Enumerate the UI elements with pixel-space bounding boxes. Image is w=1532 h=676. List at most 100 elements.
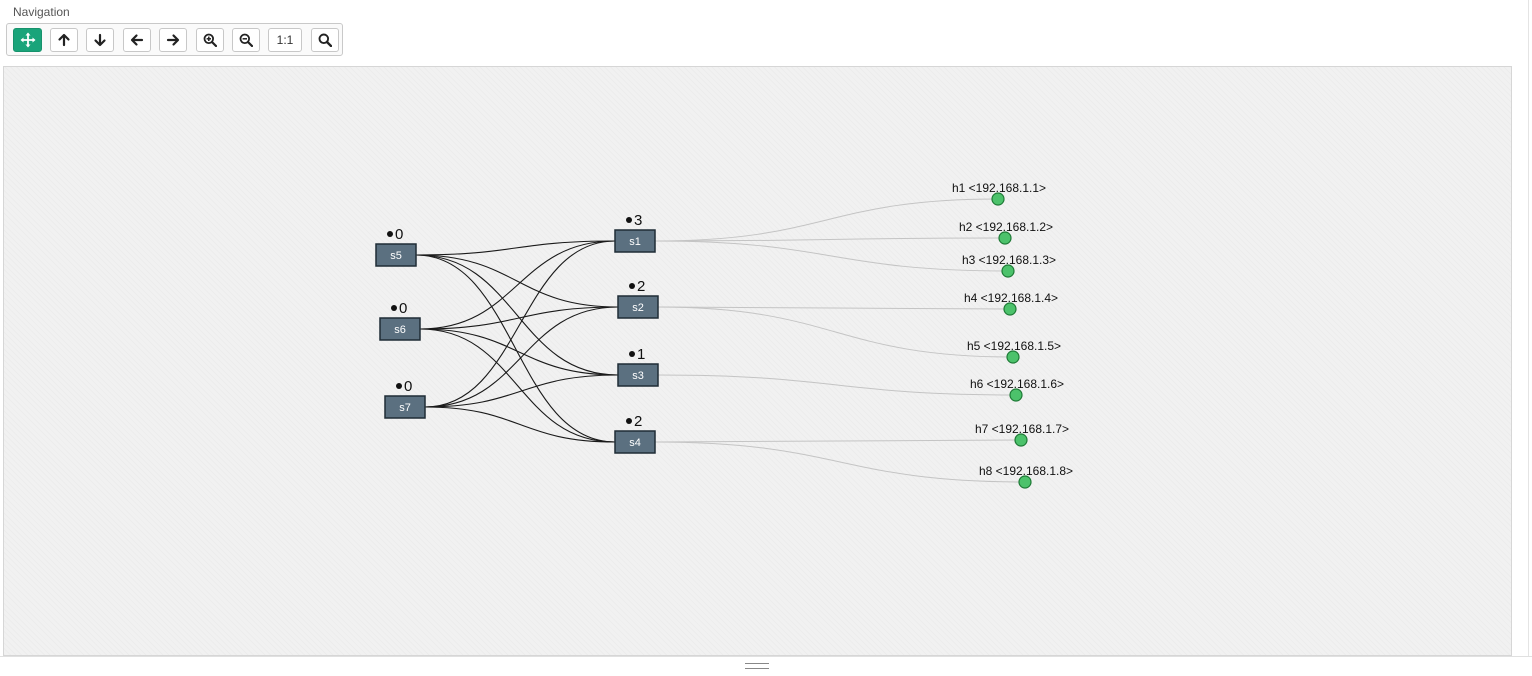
switch-s1[interactable]: s13 xyxy=(614,212,656,253)
host-h6-label: h6 <192.168.1.6> xyxy=(970,377,1064,391)
nodes-layer: s5 0 s6 0 s7 0 s13 s2 2 s3 1 s4 2 h1 <192.168.1.1> h2 … xyxy=(375,181,1073,489)
switch-s4[interactable]: s4 2 xyxy=(614,413,656,454)
switch-s3-label: s3 xyxy=(632,370,644,382)
switch-s3[interactable]: s3 1 xyxy=(617,346,659,387)
arrow-down-icon xyxy=(94,33,106,47)
switch-s2-host-dot-icon xyxy=(629,283,635,289)
pan-button[interactable] xyxy=(13,28,42,52)
switch-s3-host-count: 1 xyxy=(637,346,645,363)
host-h7-label: h7 <192.168.1.7> xyxy=(975,422,1069,436)
switch-s7-box[interactable] xyxy=(384,395,426,419)
switch-s4-label: s4 xyxy=(629,437,641,449)
pan-up-button[interactable] xyxy=(50,28,78,52)
panel-resize-handle[interactable] xyxy=(0,656,1532,676)
link-s6-s4 xyxy=(419,328,616,443)
arrow-right-icon xyxy=(166,34,180,46)
reset-zoom-label: 1:1 xyxy=(276,33,294,47)
navigation-title: Navigation xyxy=(13,5,70,19)
grip-icon xyxy=(745,663,769,669)
host-h8-node[interactable] xyxy=(1018,475,1032,489)
link-s5-s2 xyxy=(415,254,619,308)
host-h1[interactable]: h1 <192.168.1.1> xyxy=(952,181,1046,206)
host-h2[interactable]: h2 <192.168.1.2> xyxy=(959,220,1053,245)
host-h3-node[interactable] xyxy=(1001,264,1015,278)
switch-s7-host-dot-icon xyxy=(396,383,402,389)
link-s5-s4 xyxy=(415,254,616,443)
zoom-out-button[interactable] xyxy=(232,28,260,52)
link-s4-h8 xyxy=(654,441,1026,483)
switch-s2-box[interactable] xyxy=(617,295,659,319)
host-h1-node[interactable] xyxy=(991,192,1005,206)
link-s4-h7 xyxy=(654,439,1022,443)
host-h6[interactable]: h6 <192.168.1.6> xyxy=(970,377,1064,402)
switch-s2[interactable]: s2 2 xyxy=(617,278,659,319)
switch-s5-box[interactable] xyxy=(375,243,417,267)
switch-s3-host-dot-icon xyxy=(629,351,635,357)
link-s7-s1 xyxy=(424,240,616,408)
switch-s6[interactable]: s6 0 xyxy=(379,300,421,341)
host-h5-node[interactable] xyxy=(1006,350,1020,364)
link-s7-s4 xyxy=(424,406,616,443)
switch-s4-box[interactable] xyxy=(614,430,656,454)
arrow-left-icon xyxy=(130,34,144,46)
host-h2-node[interactable] xyxy=(998,231,1012,245)
switch-s7-host-count: 0 xyxy=(404,378,412,395)
right-divider xyxy=(1528,0,1529,656)
links-layer xyxy=(415,198,1026,483)
host-h2-label: h2 <192.168.1.2> xyxy=(959,220,1053,234)
host-h7-node[interactable] xyxy=(1014,433,1028,447)
host-h3[interactable]: h3 <192.168.1.3> xyxy=(962,253,1056,278)
host-h8-label: h8 <192.168.1.8> xyxy=(979,464,1073,478)
navigation-toolbar: 1:1 xyxy=(6,23,343,56)
link-s6-s2 xyxy=(419,306,619,330)
link-s6-s3 xyxy=(419,328,619,376)
link-s2-h4 xyxy=(657,306,1011,310)
switch-s5[interactable]: s5 0 xyxy=(375,226,417,267)
link-s7-s3 xyxy=(424,374,619,408)
host-h1-label: h1 <192.168.1.1> xyxy=(952,181,1046,195)
host-h8[interactable]: h8 <192.168.1.8> xyxy=(979,464,1073,489)
host-h5-label: h5 <192.168.1.5> xyxy=(967,339,1061,353)
link-s1-h2 xyxy=(654,237,1006,242)
switch-s6-host-count: 0 xyxy=(399,300,407,317)
zoom-in-button[interactable] xyxy=(196,28,224,52)
host-h4-label: h4 <192.168.1.4> xyxy=(964,291,1058,305)
switch-s4-host-count: 2 xyxy=(634,413,642,430)
switch-s2-host-count: 2 xyxy=(637,278,645,295)
switch-s6-label: s6 xyxy=(394,324,406,336)
host-h3-label: h3 <192.168.1.3> xyxy=(962,253,1056,267)
link-s1-h3 xyxy=(654,240,1009,272)
switch-s1-box[interactable] xyxy=(614,229,656,253)
switch-s5-host-count: 0 xyxy=(395,226,403,243)
host-h6-node[interactable] xyxy=(1009,388,1023,402)
switch-s6-box[interactable] xyxy=(379,317,421,341)
switch-s6-host-dot-icon xyxy=(391,305,397,311)
host-h7[interactable]: h7 <192.168.1.7> xyxy=(975,422,1069,447)
switch-s1-label: s1 xyxy=(629,236,641,248)
topology-graph[interactable]: s5 0 s6 0 s7 0 s13 s2 2 s3 1 s4 2 h1 <192.168.1.1> h2 … xyxy=(4,67,1512,656)
link-s6-s1 xyxy=(419,240,616,330)
reset-zoom-button[interactable]: 1:1 xyxy=(268,28,302,52)
host-h5[interactable]: h5 <192.168.1.5> xyxy=(967,339,1061,364)
switch-s7[interactable]: s7 0 xyxy=(384,378,426,419)
move-icon xyxy=(20,32,35,48)
fit-view-button[interactable] xyxy=(311,28,339,52)
arrow-up-icon xyxy=(58,33,70,47)
host-h4-node[interactable] xyxy=(1003,302,1017,316)
switch-s2-label: s2 xyxy=(632,302,644,314)
switch-s5-host-dot-icon xyxy=(387,231,393,237)
pan-left-button[interactable] xyxy=(123,28,151,52)
zoom-in-icon xyxy=(203,33,217,47)
switch-s3-box[interactable] xyxy=(617,363,659,387)
switch-s7-label: s7 xyxy=(399,402,411,414)
zoom-out-icon xyxy=(239,33,253,47)
search-icon xyxy=(318,33,332,47)
pan-right-button[interactable] xyxy=(159,28,187,52)
host-h4[interactable]: h4 <192.168.1.4> xyxy=(964,291,1058,316)
link-s5-s1 xyxy=(415,240,616,256)
link-s1-h1 xyxy=(654,198,999,242)
link-s5-s3 xyxy=(415,254,619,376)
pan-down-button[interactable] xyxy=(86,28,114,52)
switch-s5-label: s5 xyxy=(390,250,402,262)
